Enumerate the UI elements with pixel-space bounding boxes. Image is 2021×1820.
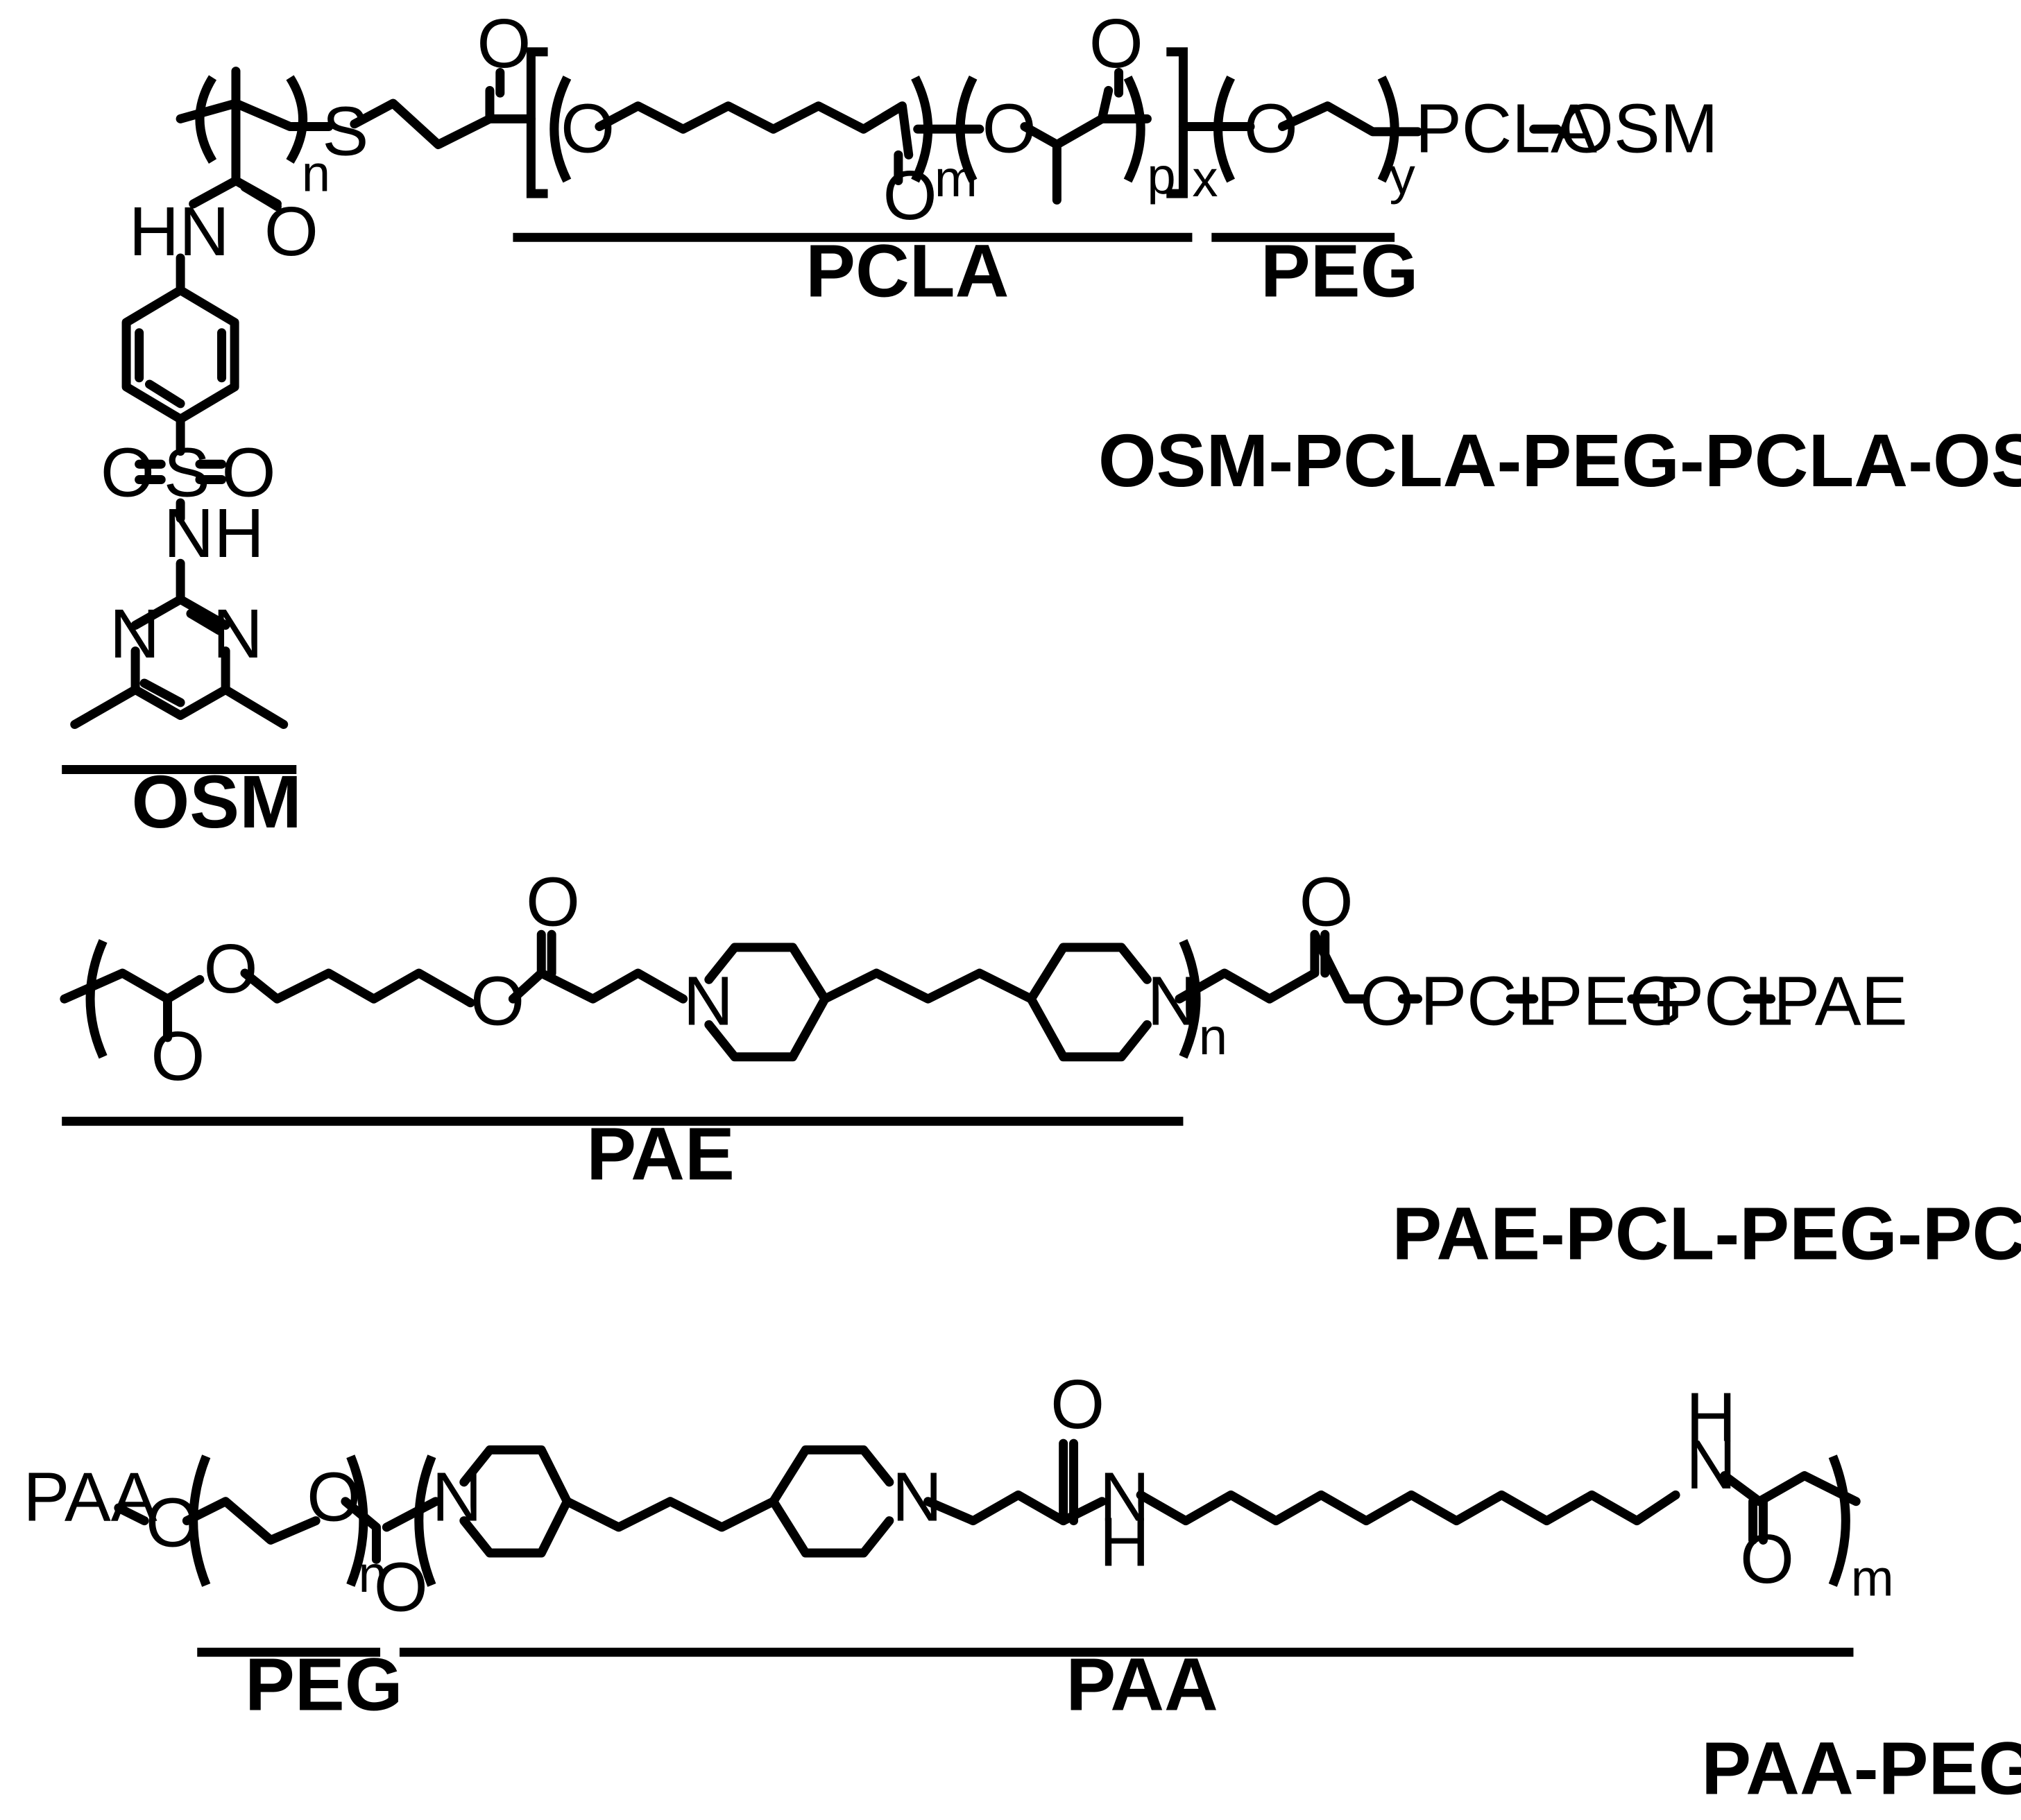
benzene-inner-double-bonds	[135, 328, 227, 409]
paren-n-right-2	[1179, 938, 1201, 1059]
structure-2-segment-labels: PAE PAE-PCL-PEG-PCL-PAE	[62, 1111, 2021, 1275]
atom-n-amide2: N	[1686, 1426, 1736, 1504]
peg-to-carbonyl	[341, 1497, 381, 1564]
pyrimidine-methyls	[70, 685, 289, 729]
atom-o-amide2: O	[1740, 1520, 1794, 1598]
paren-m-left-3	[414, 1454, 436, 1587]
atom-n-left: N	[110, 595, 160, 673]
paren-y-left	[1213, 75, 1236, 183]
amide2-carbonyl	[1748, 1497, 1768, 1545]
pcl-chain-bonds	[595, 101, 914, 160]
subscript-y: y	[1390, 147, 1415, 205]
bracket-n-right	[286, 75, 308, 164]
atom-n-right: N	[213, 595, 263, 673]
atom-o-peg: O	[1244, 90, 1298, 168]
structure-3-segment-labels: PEG PAA PAA-PEG-PAA	[197, 1642, 2021, 1810]
tail-pae: PAE	[1773, 962, 1907, 1040]
n2-to-amide	[923, 1439, 1068, 1526]
amide-to-n	[1059, 1497, 1107, 1526]
label-pae: PAE	[586, 1111, 735, 1195]
label-pcla: PCLA	[805, 229, 1009, 313]
paren-p-right	[1123, 75, 1145, 183]
pyrimidine-ring	[130, 594, 230, 720]
bracket-n-left	[195, 75, 217, 164]
title-osm-pcla-peg-pcla-osm: OSM-PCLA-PEG-PCLA-OSM	[1098, 418, 2021, 502]
ester2-to-n1	[536, 968, 688, 1004]
structure-pae-pcl-peg-pcl-pae: O O O O N N n O O PCL PEG PCL PAE	[60, 863, 1908, 1095]
atom-s-sulfonyl: S	[164, 434, 210, 512]
subscript-p: p	[1147, 147, 1175, 205]
label-peg-3: PEG	[245, 1642, 403, 1726]
peg-chain-3	[182, 1497, 321, 1545]
atom-o-chain: O	[561, 90, 615, 168]
atom-o-sulfonyl-left: O	[101, 434, 155, 512]
paa-to-o	[114, 1503, 149, 1526]
s-chain-bonds	[350, 85, 495, 149]
tail-chain	[1175, 929, 1369, 1004]
piperidine-2	[1026, 943, 1152, 1062]
decyl-chain	[1136, 1490, 1680, 1526]
title-paa-peg-paa: PAA-PEG-PAA	[1701, 1726, 2021, 1810]
atom-o-carbonyl-mid: O	[526, 863, 580, 941]
sulfonyl-left-double	[135, 459, 166, 485]
structure-1-segment-labels: PCLA PEG OSM OSM-PCLA-PEG-PCLA-OSM	[62, 229, 2021, 843]
subscript-n-3: n	[358, 1545, 386, 1603]
propyl-bridge-3	[562, 1497, 778, 1532]
atom-n2-3: N	[892, 1459, 942, 1536]
atom-o-carbonyl-pcl: O	[883, 157, 937, 234]
label-peg-1: PEG	[1261, 229, 1419, 313]
pyrimidine-inner-bonds	[139, 609, 224, 707]
label-osm: OSM	[131, 759, 301, 843]
atom-o-amide: O	[264, 193, 318, 271]
atom-o-sulfonyl-right: O	[222, 434, 276, 512]
amide2-chain	[1720, 1471, 1861, 1506]
subscript-x: x	[1192, 150, 1218, 207]
atom-o-carbonyl-1: O	[374, 1549, 428, 1626]
carbonyl-to-n1	[382, 1497, 441, 1532]
la-chain-bonds	[1020, 85, 1114, 205]
end-group-pcla: PCLA	[1415, 90, 1597, 168]
structure-osm-pcla-peg-pcla-osm: n S O x O O m O O p O	[70, 5, 1719, 729]
square-bracket-left	[526, 47, 548, 198]
subscript-n: n	[302, 144, 330, 202]
label-paa: PAA	[1066, 1642, 1218, 1726]
propyl-bridge	[820, 968, 1036, 1004]
paren-n-left-2	[85, 938, 108, 1059]
atom-paa-end: PAA	[23, 1459, 157, 1536]
pae-chain-start	[60, 968, 205, 1004]
sulfonyl-right-double	[195, 459, 227, 485]
atom-s: S	[322, 92, 368, 170]
atom-h-amide2: H	[1686, 1378, 1736, 1456]
atom-o-ketone: O	[477, 5, 531, 83]
title-pae-pcl-peg-pcl-pae: PAE-PCL-PEG-PCL-PAE	[1392, 1191, 2021, 1275]
subscript-n-2: n	[1199, 1008, 1227, 1065]
paren-y-right	[1377, 75, 1399, 183]
end-group-osm: OSM	[1560, 90, 1719, 168]
atom-o-amide-3: O	[1050, 1366, 1105, 1443]
paren-m-left	[549, 75, 572, 183]
amide-carbonyl-double	[240, 182, 282, 212]
butyl-chain	[240, 968, 475, 1008]
paren-m-right-3	[1828, 1454, 1850, 1587]
atom-o-carbonyl-left: O	[151, 1018, 205, 1095]
paren-peg-n-right	[346, 1454, 368, 1587]
atom-h-amide1: H	[1100, 1504, 1150, 1581]
atom-o-carbonyl-end: O	[1299, 863, 1354, 941]
structure-paa-peg-paa: PAA O O n O N N O N H H N O m	[23, 1366, 1893, 1626]
piperidine-3b	[769, 1445, 894, 1558]
atom-o-ester1: O	[204, 930, 258, 1008]
subscript-m-3: m	[1851, 1549, 1894, 1606]
